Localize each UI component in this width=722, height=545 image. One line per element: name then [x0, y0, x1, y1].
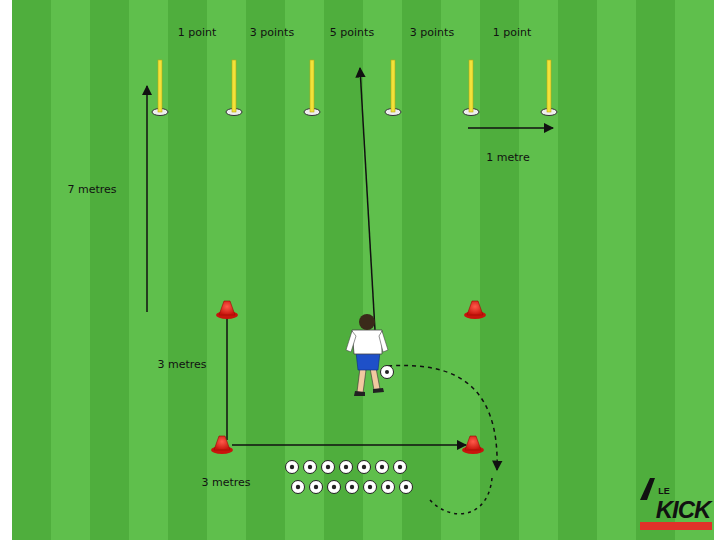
- ball-patch: [308, 465, 312, 469]
- pole: [547, 60, 551, 112]
- run-path: [430, 478, 492, 514]
- ball-patch: [326, 465, 330, 469]
- pitch-stripe: [519, 0, 558, 540]
- pitch-stripe: [675, 0, 714, 540]
- cone: [467, 301, 483, 315]
- dimension-label: 3 metres: [201, 477, 250, 489]
- ball-stack: [286, 461, 413, 494]
- ball-patch: [332, 485, 336, 489]
- ball: [376, 461, 389, 474]
- pitch-stripe: [363, 0, 402, 540]
- ball: [310, 481, 323, 494]
- pole: [391, 60, 395, 112]
- ball-patch: [380, 465, 384, 469]
- ball: [286, 461, 299, 474]
- ball: [358, 461, 371, 474]
- ball-patch: [296, 485, 300, 489]
- goal-poles: [152, 60, 557, 116]
- ball-patch: [368, 485, 372, 489]
- score-label: 3 points: [250, 27, 294, 39]
- pitch-stripe: [597, 0, 636, 540]
- cone: [219, 301, 235, 315]
- ball-patch: [290, 465, 294, 469]
- pitch-stripe: [285, 0, 324, 540]
- pole: [158, 60, 162, 112]
- ball: [328, 481, 341, 494]
- dimension-arrow: [468, 127, 553, 129]
- ball: [394, 461, 407, 474]
- ball-patch: [350, 485, 354, 489]
- pole: [310, 60, 314, 112]
- dimension-label: 1 metre: [486, 152, 529, 164]
- dimension-label: 3 metres: [157, 359, 206, 371]
- ball-patch: [344, 465, 348, 469]
- ball: [304, 461, 317, 474]
- logo-text: KICK: [656, 497, 711, 523]
- pitch-stripe: [207, 0, 246, 540]
- logo-text: LE: [658, 487, 670, 497]
- pole: [232, 60, 236, 112]
- logo: [640, 478, 712, 530]
- cone: [465, 436, 481, 450]
- score-label: 1 point: [493, 27, 532, 39]
- ball: [400, 481, 413, 494]
- cones: [211, 301, 486, 454]
- pitch-stripe: [441, 0, 480, 540]
- player-figure: [346, 314, 394, 396]
- pitch: [12, 0, 712, 540]
- score-label: 3 points: [410, 27, 454, 39]
- ball-patch: [386, 485, 390, 489]
- shot-arrow: [360, 68, 376, 348]
- ball: [364, 481, 377, 494]
- score-label: 1 point: [178, 27, 217, 39]
- dimension-arrow: [226, 302, 228, 440]
- ball: [382, 481, 395, 494]
- pitch-stripe: [129, 0, 168, 540]
- ball-patch: [398, 465, 402, 469]
- ball: [340, 461, 353, 474]
- ball-patch: [314, 485, 318, 489]
- ball: [292, 481, 305, 494]
- ball: [322, 461, 335, 474]
- pitch-stripes: [51, 0, 714, 540]
- run-path: [388, 365, 497, 470]
- dimension-arrow: [146, 86, 148, 312]
- pole: [469, 60, 473, 112]
- ball-patch: [362, 465, 366, 469]
- dimension-label: 7 metres: [67, 184, 116, 196]
- score-label: 5 points: [330, 27, 374, 39]
- ball: [346, 481, 359, 494]
- ball-patch: [404, 485, 408, 489]
- pitch-stripe: [51, 0, 90, 540]
- cone: [214, 436, 230, 450]
- dimension-arrow: [232, 444, 466, 446]
